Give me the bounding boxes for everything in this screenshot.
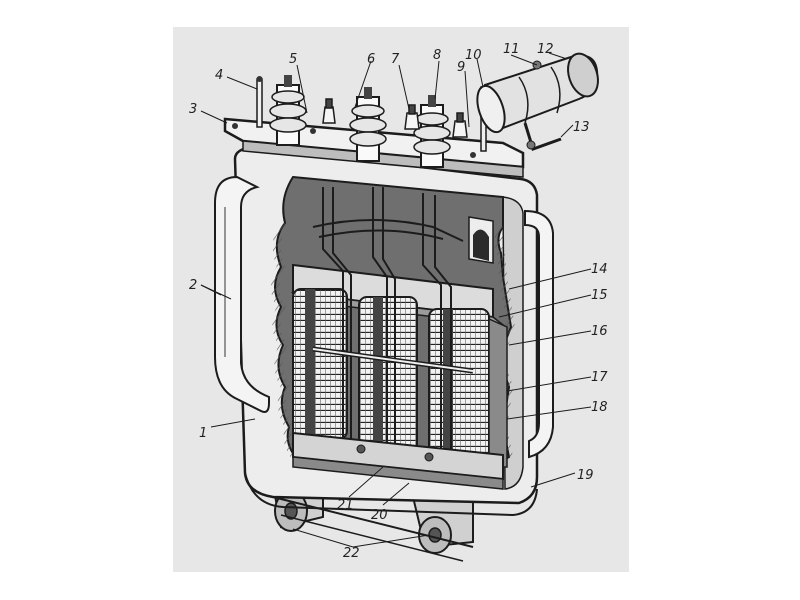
callout-14: 14: [591, 262, 608, 277]
callout-4: 4: [215, 68, 223, 83]
bushing-hv-1: [269, 75, 307, 146]
leads-and-rods: [312, 187, 474, 467]
callout-21: 21: [337, 498, 354, 513]
cooling-tubes-right: [524, 209, 554, 459]
callout-19: 19: [577, 468, 594, 483]
callout-13: 13: [573, 120, 590, 135]
callout-15: 15: [591, 288, 608, 303]
callout-9: 9: [457, 60, 465, 75]
core-yoke-bottom: [292, 431, 504, 490]
conservator: [476, 52, 599, 151]
callout-8: 8: [433, 48, 441, 63]
callout-11: 11: [503, 42, 520, 57]
callout-22: 22: [343, 546, 360, 561]
callout-5: 5: [289, 52, 297, 67]
callout-labels: 1 2 3 4 5 6 7 8 9 10 11 12 13 14 15 16 1…: [189, 42, 608, 561]
bushings-lv: [322, 98, 468, 138]
leader-lines: [200, 52, 592, 548]
cooling-tubes-left: [214, 175, 270, 413]
bushing-hv-2: [349, 87, 387, 162]
transformer-cutaway-figure: 1 2 3 4 5 6 7 8 9 10 11 12 13 14 15 16 1…: [173, 27, 629, 572]
callout-18: 18: [591, 400, 608, 415]
callout-7: 7: [391, 52, 400, 67]
callout-12: 12: [537, 42, 554, 57]
thermometer: [256, 76, 263, 128]
callout-20: 20: [371, 508, 388, 523]
callout-17: 17: [591, 370, 608, 385]
callout-1: 1: [199, 426, 207, 441]
callout-3: 3: [189, 102, 197, 117]
callout-10: 10: [465, 48, 482, 63]
transformer-drawing: 1 2 3 4 5 6 7 8 9 10 11 12 13 14 15 16 1…: [173, 27, 629, 572]
callout-16: 16: [591, 324, 608, 339]
bushing-hv-3: [413, 95, 451, 168]
callout-6: 6: [367, 52, 375, 67]
callout-2: 2: [189, 278, 197, 293]
